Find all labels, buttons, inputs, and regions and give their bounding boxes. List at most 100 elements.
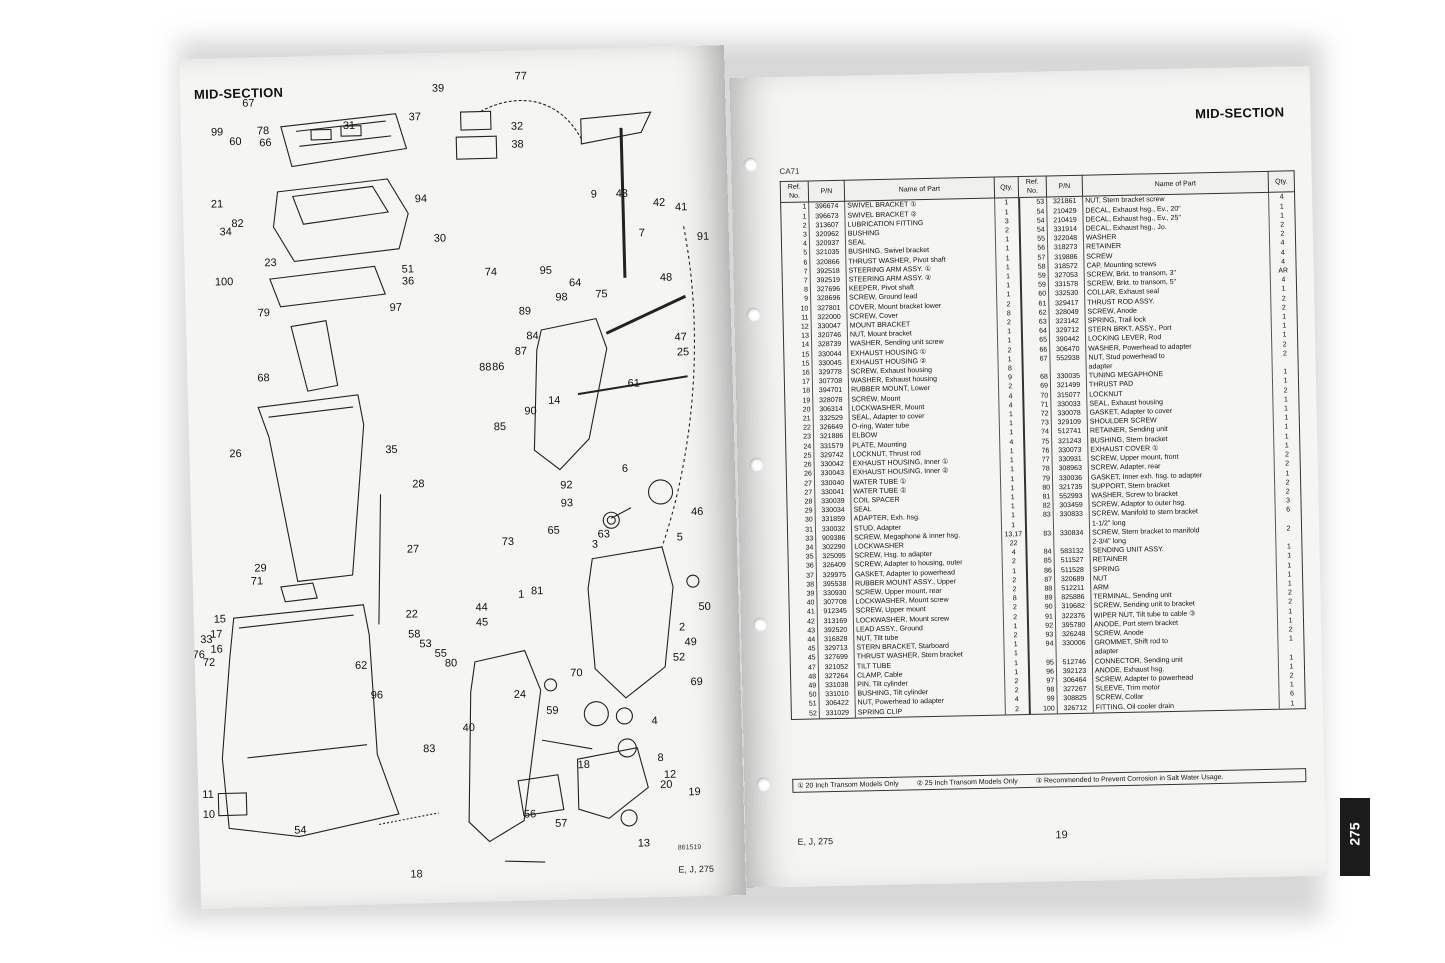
binder-hole: [743, 157, 758, 172]
quantity-cell: 2: [1005, 704, 1030, 715]
callout: 33: [200, 633, 213, 647]
callout: 38: [511, 138, 524, 151]
ref-no-cell: 47: [790, 662, 819, 673]
ref-no-cell: 99: [1029, 694, 1058, 705]
ref-no-cell: 90: [1027, 602, 1056, 613]
quantity-cell: 1: [995, 253, 1020, 264]
callout: 97: [389, 301, 403, 314]
ref-no-cell: 1: [780, 212, 810, 222]
quantity-cell: 1: [1003, 640, 1029, 650]
quantity-cell: 2: [1004, 686, 1030, 696]
callout: 60: [229, 135, 242, 149]
quantity-cell: 2: [1002, 584, 1027, 595]
callout: 56: [523, 808, 537, 821]
callout: 9: [590, 188, 598, 201]
water-tube: [378, 494, 382, 625]
callout: 62: [354, 659, 368, 673]
callout: 7: [638, 227, 646, 240]
callout: 74: [484, 266, 498, 279]
quantity-cell: 1: [1000, 465, 1025, 476]
callout: 84: [526, 330, 539, 343]
quantity-cell: 1: [999, 419, 1024, 429]
drawing-id: 861519: [677, 844, 702, 852]
ref-no-cell: 87: [1026, 575, 1055, 585]
callout: 54: [294, 824, 307, 837]
callout: 47: [674, 331, 687, 344]
footnote: ① 20 Inch Transom Models Only: [797, 780, 899, 790]
ref-no-cell: 36: [788, 561, 817, 572]
quantity-cell: 22: [1001, 538, 1026, 549]
footer-code: E, J, 275: [678, 863, 715, 875]
footer-code: E, J, 275: [797, 836, 834, 847]
ref-no-cell: 33: [787, 534, 816, 544]
ref-no-cell: 70: [1022, 391, 1051, 401]
section-tab-label: 275: [1346, 822, 1363, 846]
callout: 81: [530, 585, 544, 598]
ref-no-cell: 1: [780, 202, 809, 213]
quantity-cell: 8: [998, 364, 1023, 374]
ref-no-cell: 66: [1021, 345, 1050, 355]
quantity-cell: 4: [999, 437, 1024, 448]
callout: 71: [250, 575, 264, 588]
callout: 5: [676, 531, 684, 544]
swivel-bracket: [587, 546, 674, 699]
footnote: ② 25 Inch Transom Models Only: [916, 778, 1018, 788]
callout: 87: [514, 345, 528, 358]
callout: 21: [210, 198, 224, 211]
quantity-cell: 4: [1001, 548, 1027, 558]
column-header: P/N: [1046, 175, 1083, 198]
pivot-shaft: [619, 127, 627, 278]
quantity-cell: 2: [995, 226, 1020, 236]
callout: 73: [501, 535, 515, 549]
quantity-cell: 1: [1001, 511, 1026, 522]
quantity-cell: 13,17: [1001, 529, 1026, 540]
footnote: ③ Recommended to Prevent Corrosion in Sa…: [1035, 773, 1224, 785]
callout: 50: [698, 600, 711, 613]
exploded-parts-diagram: [217, 99, 700, 863]
callout: 28: [412, 478, 425, 491]
quantity-cell: 2: [996, 299, 1021, 310]
callout: 58: [408, 628, 421, 641]
callout: 93: [560, 497, 574, 510]
callout: 91: [696, 230, 710, 243]
callout: 40: [462, 721, 476, 735]
stern-bracket-starboard: [468, 649, 542, 843]
ref-no-cell: 85: [1026, 556, 1055, 567]
quantity-cell: 1: [997, 354, 1023, 365]
right-page: MID-SECTION CA71 Ref. No. P/N Name of Pa…: [729, 65, 1327, 888]
column-header: Qty.: [994, 176, 1019, 199]
callout: 25: [676, 346, 690, 359]
callout: 27: [406, 543, 420, 556]
ref-no-cell: 15: [783, 350, 812, 360]
callout: 51: [401, 263, 415, 276]
stern-bracket-port: [533, 317, 608, 471]
ref-no-cell: 24: [785, 442, 814, 452]
callout: 53: [419, 638, 432, 651]
callout: 96: [370, 689, 384, 702]
binder-hole: [756, 777, 771, 792]
callout: 77: [514, 70, 528, 83]
callout: 82: [231, 217, 244, 231]
quantity-cell: 1: [1004, 667, 1029, 678]
quantity-cell: 4: [998, 400, 1024, 411]
callout: 95: [539, 264, 553, 278]
ref-no-cell: 75: [1023, 437, 1052, 447]
ref-no-cell: 37: [788, 570, 817, 581]
quantity-cell: 2: [1003, 603, 1028, 614]
callout: 49: [684, 636, 697, 649]
ref-no-cell: 31: [787, 524, 816, 535]
callout: 24: [513, 688, 527, 701]
ref-no-cell: 27: [786, 478, 815, 489]
ref-no-cell: 78: [1024, 464, 1053, 475]
callout: 19: [688, 786, 701, 799]
quantity-cell: 4: [1005, 695, 1030, 706]
callout: 63: [597, 528, 611, 541]
callout: 45: [475, 616, 489, 629]
quantity-cell: 2: [1003, 612, 1028, 623]
ref-no-cell: 23: [785, 432, 814, 443]
page-number: 18: [410, 868, 423, 881]
callout: 86: [492, 361, 505, 374]
mount-bracket: [576, 747, 649, 820]
callout: 44: [475, 601, 488, 614]
adapter-plate: [280, 113, 408, 168]
